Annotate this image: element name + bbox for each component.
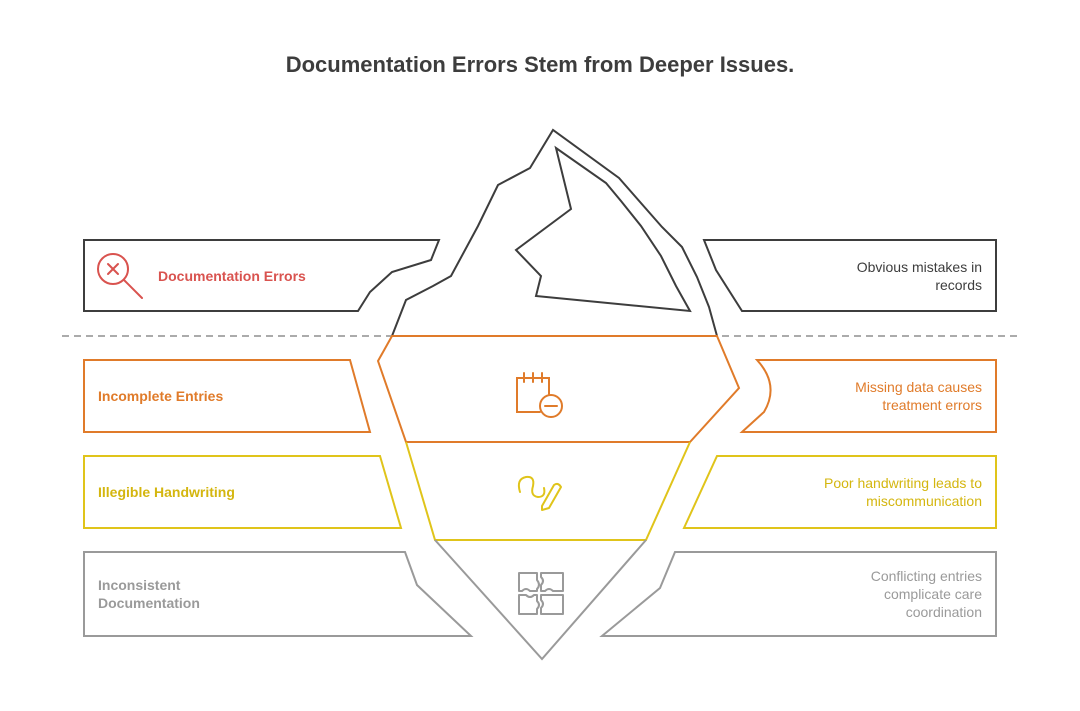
desc-incomplete-entries: Missing data causes treatment errors [855,379,982,413]
iceberg-segment-incomplete [376,335,741,443]
banner-left-illegible [83,455,403,529]
banner-right-illegible [682,455,997,529]
iceberg-tip [391,128,718,337]
banner-left-surface [83,239,441,312]
calendar-minus-icon [516,372,563,418]
pen-scribble-icon [517,475,562,511]
label-inconsistent-documentation: Inconsistent Documentation [98,577,200,611]
desc-documentation-errors: Obvious mistakes in records [856,259,982,293]
banner-right-surface [702,239,997,312]
banner-right-incomplete [739,359,997,433]
iceberg-segment-illegible [405,441,691,541]
banner-left-incomplete [83,359,372,433]
label-illegible-handwriting: Illegible Handwriting [98,484,235,500]
desc-illegible-handwriting: Poor handwriting leads to miscommunicati… [824,475,982,509]
label-incomplete-entries: Incomplete Entries [98,388,224,404]
iceberg-tip-inner [514,145,692,313]
magnifier-x-icon [97,253,143,299]
banner-left-inconsistent [83,551,474,637]
desc-inconsistent-documentation: Conflicting entries complicate care coor… [870,568,982,620]
puzzle-icon [518,572,564,615]
banner-right-inconsistent [599,551,997,637]
iceberg-segment-inconsistent [434,539,647,661]
page-title: Documentation Errors Stem from Deeper Is… [285,52,795,77]
label-documentation-errors: Documentation Errors [158,268,306,284]
